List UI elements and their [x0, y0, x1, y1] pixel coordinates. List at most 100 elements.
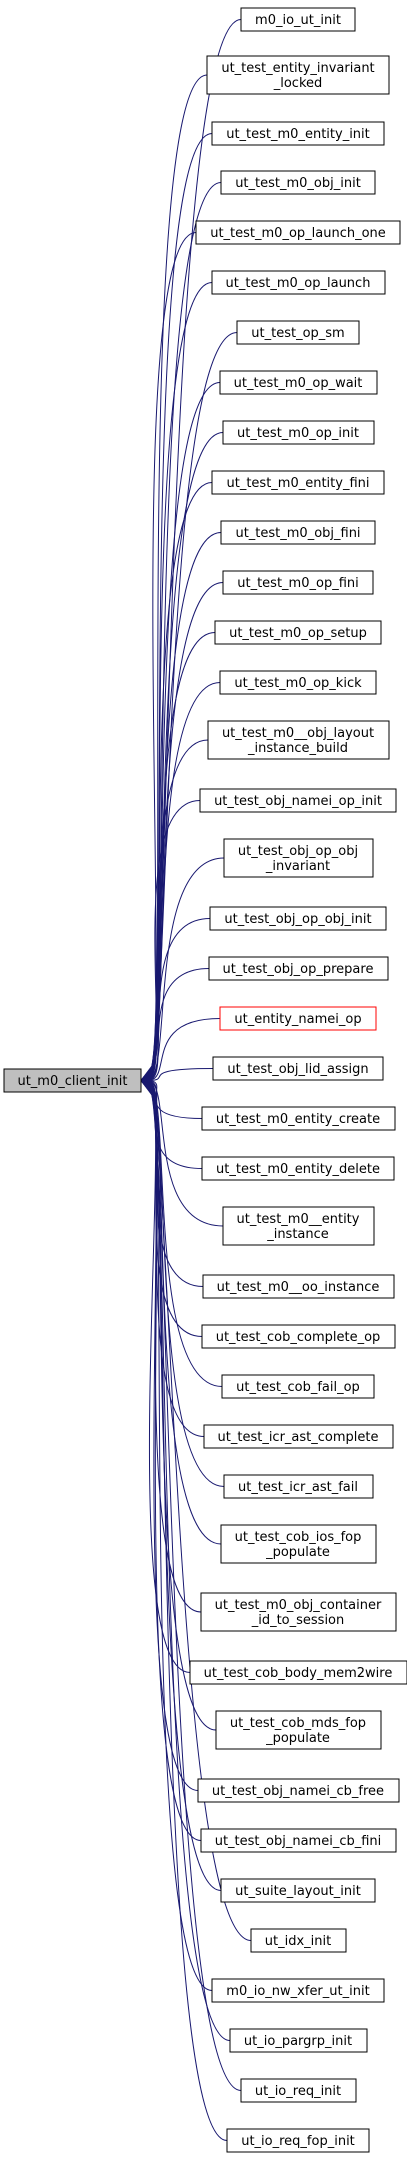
caller-node-box: [200, 1828, 397, 1853]
caller-node-box: [229, 2028, 368, 2053]
caller-node[interactable]: ut_test_entity_invariant_locked: [206, 55, 390, 95]
caller-node[interactable]: ut_test_m0_op_launch_one: [195, 220, 401, 245]
call-edge: [150, 1081, 224, 1227]
caller-node[interactable]: ut_test_obj_op_obj_init: [209, 906, 387, 931]
caller-node-box: [220, 1878, 376, 1903]
caller-node-box: [219, 1006, 377, 1031]
caller-node[interactable]: ut_test_cob_complete_op: [201, 1324, 396, 1349]
caller-node[interactable]: ut_io_req_init: [240, 2078, 357, 2103]
call-edge: [150, 1090, 228, 2141]
caller-node-label: ut_test_m0_entity_init: [226, 127, 370, 142]
call-edge: [150, 918, 211, 1080]
caller-node-label: ut_test_m0_op_fini: [237, 576, 358, 591]
caller-node[interactable]: ut_io_req_fop_init: [226, 2128, 370, 2153]
caller-node[interactable]: ut_suite_layout_init: [220, 1878, 376, 1903]
caller-node-label: ut_test_icr_ast_complete: [218, 1430, 379, 1445]
caller-node[interactable]: ut_test_obj_namei_op_init: [199, 788, 397, 813]
caller-node[interactable]: ut_test_m0_entity_fini: [211, 470, 385, 495]
caller-node-box: [203, 1424, 394, 1449]
caller-node-label: ut_test_obj_lid_assign: [227, 1062, 368, 1077]
caller-node-box: [202, 1274, 395, 1299]
caller-node-label: ut_test_obj_namei_op_init: [214, 794, 382, 809]
caller-node[interactable]: ut_test_m0_entity_init: [211, 121, 385, 146]
caller-node-label: ut_test_entity_invariant: [221, 61, 374, 76]
call-edge: [150, 282, 213, 1073]
caller-node-box: [201, 1156, 395, 1181]
caller-node-box: [223, 838, 374, 878]
caller-node-box: [220, 170, 376, 195]
caller-node[interactable]: ut_test_m0__obj_layout_instance_build: [207, 720, 390, 760]
root-node[interactable]: ut_m0_client_init: [3, 1068, 142, 1093]
caller-node-label: ut_test_m0__obj_layout: [222, 726, 374, 741]
caller-node-label: ut_idx_init: [265, 1934, 331, 1949]
caller-node-box: [211, 121, 385, 146]
caller-node-label: ut_test_m0_op_launch: [226, 276, 371, 291]
caller-node-box: [211, 270, 386, 295]
caller-node-label: ut_suite_layout_init: [235, 1884, 361, 1899]
call-edge: [150, 968, 210, 1080]
caller-node-label: ut_test_obj_op_obj_init: [224, 912, 371, 927]
caller-node-box: [250, 1928, 347, 1953]
caller-node[interactable]: ut_entity_namei_op: [219, 1006, 377, 1031]
caller-node-box: [201, 1106, 396, 1131]
caller-node-box: [222, 1206, 375, 1246]
caller-node[interactable]: ut_idx_init: [250, 1928, 347, 1953]
caller-node-label: ut_test_m0__oo_instance: [217, 1280, 380, 1295]
caller-node[interactable]: ut_test_m0_op_init: [222, 420, 375, 445]
caller-node-box: [222, 570, 374, 595]
caller-node-label: ut_test_cob_fail_op: [236, 1380, 360, 1395]
caller-node[interactable]: ut_test_m0_op_setup: [214, 620, 382, 645]
caller-node-box: [195, 220, 401, 245]
caller-node[interactable]: ut_test_m0_op_wait: [219, 370, 378, 395]
caller-node[interactable]: ut_test_obj_op_prepare: [208, 956, 389, 981]
caller-node[interactable]: m0_io_ut_init: [240, 7, 356, 32]
call-edge: [150, 1068, 214, 1081]
caller-node-box: [189, 1660, 407, 1685]
caller-node-label: ut_io_req_fop_init: [241, 2134, 355, 2149]
caller-node[interactable]: ut_test_icr_ast_complete: [203, 1424, 394, 1449]
caller-node[interactable]: ut_test_m0_op_launch: [211, 270, 386, 295]
caller-node-label: ut_test_obj_namei_cb_free: [212, 1784, 384, 1799]
caller-node-label: ut_test_m0_obj_container: [215, 1598, 382, 1613]
caller-node-label: ut_test_m0_op_wait: [234, 376, 363, 391]
caller-node[interactable]: ut_test_obj_namei_cb_fini: [200, 1828, 397, 1853]
edge-arrowhead: [140, 1080, 153, 1097]
caller-node[interactable]: ut_test_m0_entity_delete: [201, 1156, 395, 1181]
caller-node[interactable]: ut_test_m0_op_kick: [219, 670, 377, 695]
caller-node-box: [226, 2128, 370, 2153]
caller-node-label: ut_test_cob_ios_fop: [235, 1530, 362, 1545]
caller-node[interactable]: ut_test_cob_body_mem2wire: [189, 1660, 407, 1685]
caller-node[interactable]: ut_test_obj_namei_cb_free: [197, 1778, 400, 1803]
caller-node[interactable]: ut_test_m0__oo_instance: [202, 1274, 395, 1299]
caller-node-label: ut_test_op_sm: [251, 326, 344, 341]
caller-node[interactable]: ut_test_m0__entity_instance: [222, 1206, 375, 1246]
caller-node[interactable]: ut_test_m0_obj_container_id_to_session: [200, 1592, 397, 1632]
caller-node[interactable]: ut_test_cob_mds_fop_populate: [215, 1710, 382, 1750]
call-edge: [150, 1083, 223, 1387]
caller-node[interactable]: ut_test_m0_obj_init: [220, 170, 376, 195]
caller-node-label: ut_test_icr_ast_fail: [238, 1480, 358, 1495]
caller-node[interactable]: ut_test_m0_op_fini: [222, 570, 374, 595]
caller-node-label: ut_io_pargrp_init: [244, 2034, 352, 2049]
caller-node[interactable]: ut_test_m0_entity_create: [201, 1106, 396, 1131]
caller-node-label: _instance: [266, 1227, 329, 1242]
caller-node-label: _populate: [265, 1731, 330, 1746]
caller-node[interactable]: ut_test_obj_lid_assign: [212, 1056, 384, 1081]
caller-node-label: _locked: [273, 76, 323, 91]
caller-node-box: [221, 1374, 375, 1399]
caller-node[interactable]: ut_test_m0_obj_fini: [220, 520, 376, 545]
caller-node[interactable]: ut_test_op_sm: [236, 320, 360, 345]
root-node-box: [3, 1068, 142, 1093]
caller-node-label: m0_io_nw_xfer_ut_init: [226, 1984, 369, 1999]
caller-node-box: [236, 320, 360, 345]
caller-node[interactable]: ut_test_cob_fail_op: [221, 1374, 375, 1399]
caller-node-label: ut_test_m0_obj_init: [235, 176, 361, 191]
caller-node[interactable]: ut_test_icr_ast_fail: [223, 1474, 374, 1499]
caller-node[interactable]: ut_test_cob_ios_fop_populate: [220, 1524, 377, 1564]
caller-node[interactable]: m0_io_nw_xfer_ut_init: [211, 1978, 385, 2003]
caller-node[interactable]: ut_test_obj_op_obj_invariant: [223, 838, 374, 878]
caller-node-box: [206, 55, 390, 95]
caller-node-box: [209, 906, 387, 931]
caller-node[interactable]: ut_io_pargrp_init: [229, 2028, 368, 2053]
